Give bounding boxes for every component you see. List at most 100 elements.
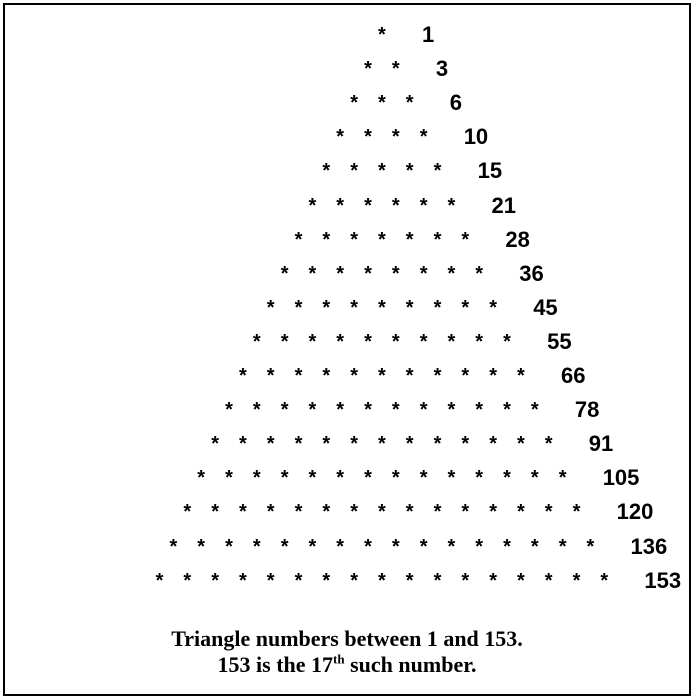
triangle-number-label: 120 — [616, 499, 654, 525]
star-mark: * — [433, 501, 442, 524]
star-mark: * — [433, 365, 442, 387]
triangle-row: **************105 — [5, 466, 689, 496]
star-mark: * — [461, 365, 470, 387]
star-mark: * — [308, 535, 317, 558]
star-mark: * — [475, 262, 484, 285]
triangle-number-label: 3 — [435, 56, 449, 82]
star-mark: * — [294, 501, 303, 524]
star-mark: * — [280, 467, 289, 490]
star-mark: * — [475, 467, 484, 490]
star-mark: * — [280, 535, 289, 558]
star-mark: * — [336, 330, 345, 353]
star-mark: * — [266, 433, 275, 456]
star-mark: * — [336, 126, 345, 149]
triangle-number-label: 6 — [449, 90, 463, 116]
star-mark: * — [447, 399, 456, 422]
caption-line-1: Triangle numbers between 1 and 153. — [171, 626, 523, 651]
star-mark: * — [169, 535, 178, 558]
star-mark: * — [572, 569, 581, 592]
caption-line-2-prefix: 153 is the 17 — [217, 652, 334, 677]
star-mark: * — [350, 160, 358, 183]
star-mark: * — [517, 433, 525, 456]
star-mark: * — [475, 399, 484, 422]
star-mark: * — [239, 433, 247, 456]
star-mark: * — [378, 365, 386, 387]
triangle-row: ******21 — [5, 193, 689, 224]
triangle-number-label: 36 — [519, 260, 544, 286]
star-mark: * — [252, 399, 261, 422]
star-mark: * — [225, 467, 233, 490]
star-mark: * — [280, 330, 289, 353]
star-mark: * — [447, 535, 456, 558]
star-mark: * — [364, 467, 372, 490]
star-mark: * — [308, 262, 317, 285]
star-mark: * — [350, 433, 358, 456]
star-mark: * — [266, 296, 275, 319]
triangle-row: * * 3 — [5, 57, 689, 87]
triangle-number-label: 136 — [630, 533, 668, 559]
star-mark: * — [517, 501, 525, 524]
star-mark: * — [378, 501, 386, 524]
star-mark: * — [503, 467, 511, 490]
star-mark: * — [405, 92, 414, 115]
triangle-row: *****15 — [5, 159, 689, 189]
triangle-number-label: 66 — [561, 363, 586, 388]
star-mark: * — [433, 228, 442, 251]
star-mark: * — [391, 262, 400, 285]
triangle-number-label: 28 — [505, 226, 530, 252]
star-mark: * — [405, 228, 414, 251]
star-mark: * — [391, 467, 400, 490]
star-mark: * — [530, 535, 539, 558]
star-mark: * — [558, 467, 567, 490]
star-mark: * — [544, 569, 553, 592]
star-mark: * — [294, 569, 303, 592]
star-mark: * — [530, 467, 539, 490]
star-mark: * — [266, 569, 275, 592]
triangle-row: ********36 — [5, 260, 689, 292]
star-mark: * — [225, 535, 233, 558]
star-mark: * — [308, 330, 317, 353]
star-mark: * — [266, 365, 275, 387]
triangle-row: *1 — [5, 23, 689, 53]
triangle-number-label: 91 — [588, 431, 614, 457]
star-mark: * — [308, 194, 317, 217]
star-mark: * — [336, 467, 345, 490]
star-mark: * — [489, 501, 497, 524]
star-mark: * — [433, 296, 442, 319]
star-mark: * — [391, 58, 400, 81]
star-mark: * — [364, 330, 372, 353]
caption: Triangle numbers between 1 and 153. 153 … — [5, 626, 689, 678]
caption-line-2: 153 is the 17th such number. — [5, 652, 689, 678]
triangle-row: ***************120 — [5, 500, 689, 530]
star-mark: * — [447, 467, 456, 490]
star-mark: * — [364, 58, 372, 81]
star-mark: * — [350, 92, 358, 115]
star-mark: * — [405, 433, 414, 456]
star-mark: * — [239, 569, 247, 592]
caption-ordinal-suffix: th — [333, 651, 345, 667]
triangle-row: *********45 — [5, 295, 689, 326]
star-mark: * — [405, 365, 414, 387]
star-mark: * — [155, 569, 164, 592]
star-mark: * — [364, 535, 372, 558]
star-mark: * — [350, 365, 358, 387]
star-mark: * — [461, 296, 470, 319]
star-mark: * — [364, 262, 372, 285]
star-mark: * — [378, 433, 386, 456]
star-mark: * — [252, 535, 261, 558]
triangle-number-label: 10 — [463, 124, 489, 150]
triangle-number-label: 55 — [547, 328, 572, 354]
star-mark: * — [419, 262, 428, 285]
triangle-row: *****************153 — [5, 568, 689, 599]
triangle-row: ****10 — [5, 125, 689, 155]
star-mark: * — [489, 365, 497, 387]
star-mark: * — [489, 296, 497, 319]
star-mark: * — [350, 569, 358, 592]
star-mark: * — [322, 160, 331, 183]
star-mark: * — [391, 194, 400, 217]
star-mark: * — [489, 569, 497, 592]
star-mark: * — [322, 296, 331, 319]
star-mark: * — [447, 262, 456, 285]
star-mark: * — [350, 228, 358, 251]
star-mark: * — [280, 399, 289, 422]
